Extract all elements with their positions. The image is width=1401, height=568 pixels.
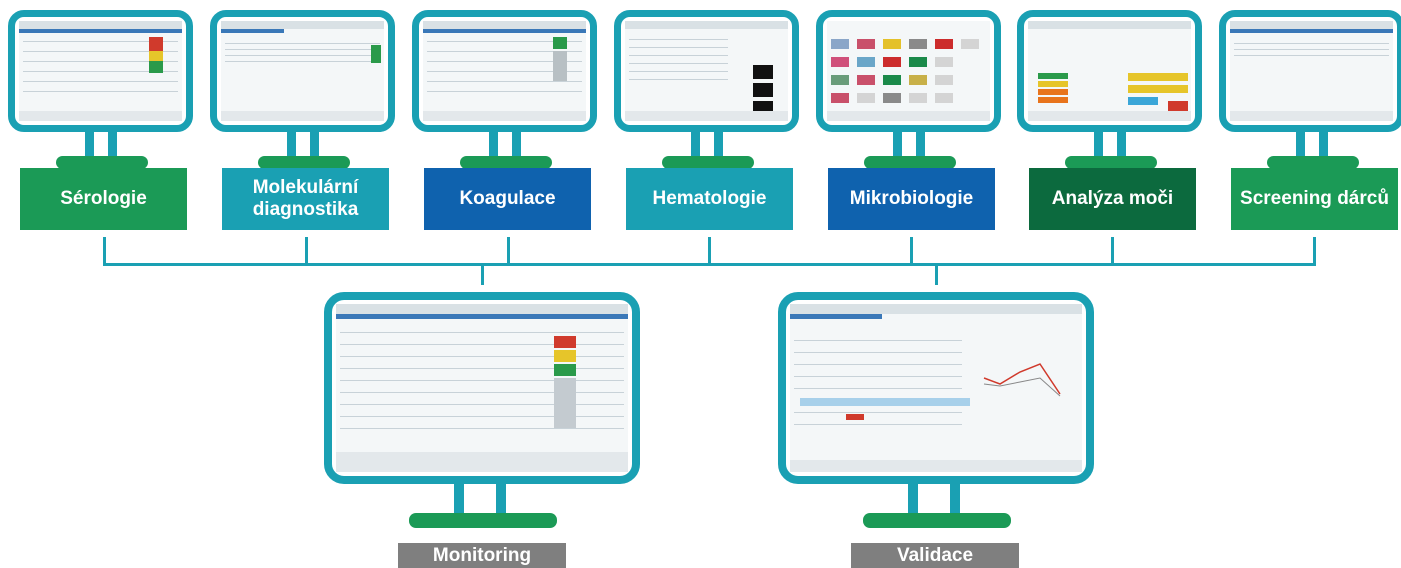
screen-thumbnail (423, 21, 586, 121)
label-koagulace: Koagulace (424, 168, 591, 230)
screen-thumbnail (827, 21, 990, 121)
screen-thumbnail (1230, 21, 1393, 121)
label-validace: Validace (851, 543, 1019, 568)
label-molekularni-diagnostika: Molekulární diagnostika (222, 168, 389, 230)
label-monitoring: Monitoring (398, 543, 566, 568)
connector-drop-mikrobiologie (910, 237, 913, 265)
screen-thumbnail (1028, 21, 1191, 121)
connector-drop-koagulace (507, 237, 510, 265)
connector-drop-analyza (1111, 237, 1114, 265)
screen-thumbnail (790, 304, 1082, 472)
label-analyza-moci: Analýza moči (1029, 168, 1196, 230)
screen-thumbnail (221, 21, 384, 121)
label-screening-darcu: Screening dárců (1231, 168, 1398, 230)
screen-thumbnail (19, 21, 182, 121)
trend-chart-icon (983, 363, 1061, 397)
connector-drop-hematologie (708, 237, 711, 265)
screen-thumbnail (336, 304, 628, 472)
connector-to-monitoring (481, 265, 484, 285)
connector-drop-molekularni (305, 237, 308, 265)
label-hematologie: Hematologie (626, 168, 793, 230)
label-mikrobiologie: Mikrobiologie (828, 168, 995, 230)
connector-to-validace (935, 265, 938, 285)
connector-drop-serologie (103, 237, 106, 265)
label-serologie: Sérologie (20, 168, 187, 230)
screen-thumbnail (625, 21, 788, 121)
connector-drop-screening (1313, 237, 1316, 265)
